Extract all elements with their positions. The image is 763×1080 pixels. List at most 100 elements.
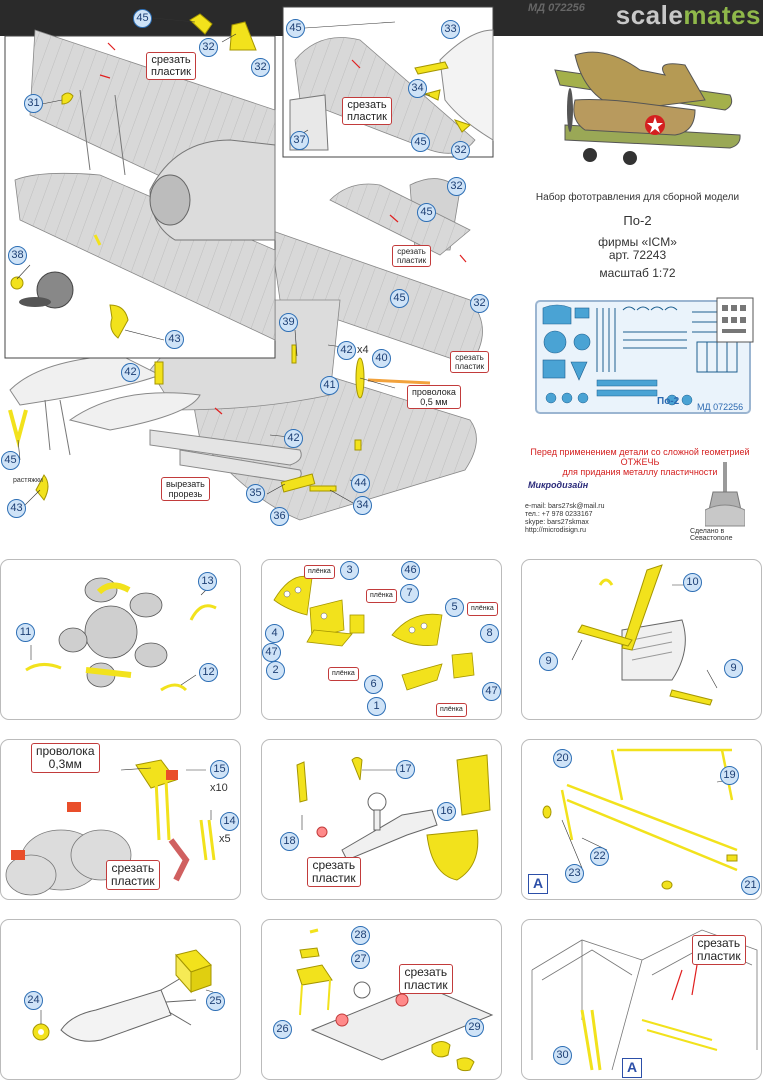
callout-8: 8 <box>480 624 499 643</box>
callout-46: 46 <box>401 561 420 580</box>
callout-2: 2 <box>266 661 285 680</box>
callout-43: 43 <box>165 330 184 349</box>
fret-model-label: По-2 <box>657 396 680 407</box>
callout-45: 45 <box>1 451 20 470</box>
microdesign-logo: Микродизайн <box>528 480 589 490</box>
callout-40: 40 <box>372 349 391 368</box>
callout-12: 12 <box>199 663 218 682</box>
callout-34: 34 <box>408 79 427 98</box>
callout-6: 6 <box>364 675 383 694</box>
kit-subtitle: Набор фототравления для сборной модели <box>535 192 740 203</box>
cut-plastic-note-4: срезать пластик <box>450 351 490 373</box>
callout-19: 19 <box>720 766 739 785</box>
cut-plastic-note-3: срезать пластик <box>392 245 432 267</box>
callout-44: 44 <box>351 474 370 493</box>
callout-21: 21 <box>741 876 760 895</box>
callout-15: 15 <box>210 760 229 779</box>
callout-29: 29 <box>465 1018 484 1037</box>
callout-22: 22 <box>590 847 609 866</box>
callout-47: 47 <box>262 643 281 662</box>
callout-9: 9 <box>724 659 743 678</box>
callout-41: 41 <box>320 376 339 395</box>
fret-code-header: МД 072256 <box>528 2 585 14</box>
callout-32: 32 <box>470 294 489 313</box>
film-label-5: плёнка <box>436 703 467 717</box>
callout-47: 47 <box>482 682 501 701</box>
callout-10: 10 <box>683 573 702 592</box>
callout-25: 25 <box>206 992 225 1011</box>
film-label-3: плёнка <box>467 602 498 616</box>
cut-plastic-note-p9: срезать пластик <box>692 935 746 965</box>
film-label-4: плёнка <box>328 667 359 681</box>
model-name: По-2 <box>623 213 652 228</box>
section-a-marker: A <box>528 874 548 894</box>
callout-23: 23 <box>565 864 584 883</box>
scale-label: масштаб 1:72 <box>599 266 676 280</box>
step-panel-seat: 10 9 9 <box>521 559 762 720</box>
step-panel-engine-rods: 15 14 проволока 0,3мм x10 x5 срезать пла… <box>0 739 241 900</box>
callout-32: 32 <box>447 177 466 196</box>
panel-7-drawing <box>32 949 214 1042</box>
callout-1: 1 <box>367 697 386 716</box>
callout-14: 14 <box>220 812 239 831</box>
callout-20: 20 <box>553 749 572 768</box>
panel-4-drawing <box>5 759 216 896</box>
wire-05mm-note: проволока 0,5 мм <box>407 385 461 409</box>
wire-03mm-note: проволока 0,3мм <box>31 743 100 773</box>
step-panel-controls: 17 18 16 срезать пластик <box>261 739 502 900</box>
section-a-marker-2: A <box>622 1058 642 1078</box>
callout-28: 28 <box>351 926 370 945</box>
step-panel-bracing: 20 19 22 23 21 A <box>521 739 762 900</box>
step-panel-floor: 28 27 26 29 срезать пластик <box>261 919 502 1080</box>
callout-4: 4 <box>265 624 284 643</box>
callout-30: 30 <box>553 1046 572 1065</box>
callout-42: 42 <box>121 363 140 382</box>
panel-8-drawing <box>296 928 494 1072</box>
callout-42: 42 <box>337 341 356 360</box>
callout-37: 37 <box>290 131 309 150</box>
quantity-x4: x4 <box>357 344 369 356</box>
panel-6-drawing <box>542 748 738 890</box>
quantity-x5: x5 <box>219 833 231 845</box>
cut-plastic-note-p5: срезать пластик <box>307 857 361 887</box>
callout-34: 34 <box>353 496 372 515</box>
sevastopol-monument-icon <box>705 462 745 527</box>
callout-17: 17 <box>396 760 415 779</box>
callout-45: 45 <box>411 133 430 152</box>
contact-info: e-mail: bars27sk@mail.ru тел.: +7 978 02… <box>525 503 605 534</box>
anneal-notice: Перед применением детали со сложной геом… <box>530 447 750 477</box>
aircraft-profile-image <box>554 51 741 165</box>
callout-45: 45 <box>286 19 305 38</box>
callout-32: 32 <box>451 141 470 160</box>
callout-32: 32 <box>251 58 270 77</box>
brand-part-b: mates <box>683 0 761 30</box>
cut-plastic-note-p4: срезать пластик <box>106 860 160 890</box>
fret-thumbnail <box>716 297 754 343</box>
cut-plastic-note-p8: срезать пластик <box>399 964 453 994</box>
callout-45: 45 <box>417 203 436 222</box>
callout-42: 42 <box>284 429 303 448</box>
pe-fret-image: По-2 МД 072256 <box>535 300 751 414</box>
callout-18: 18 <box>280 832 299 851</box>
callout-36: 36 <box>270 507 289 526</box>
callout-27: 27 <box>351 950 370 969</box>
callout-5: 5 <box>445 598 464 617</box>
panel-3-drawing <box>571 564 718 706</box>
panel-2-drawing <box>273 575 475 691</box>
callout-26: 26 <box>273 1020 292 1039</box>
quantity-x10: x10 <box>210 782 228 794</box>
callout-45: 45 <box>390 289 409 308</box>
callout-7: 7 <box>400 584 419 603</box>
maker-line-2: арт. 72243 <box>608 248 667 262</box>
film-label-2: плёнка <box>366 589 397 603</box>
cut-slot-note: вырезать прорезь <box>161 477 210 501</box>
callout-35: 35 <box>246 484 265 503</box>
panel-1-drawing <box>25 577 217 692</box>
main-assembly-drawing <box>4 6 494 521</box>
callout-9: 9 <box>539 652 558 671</box>
callout-3: 3 <box>340 561 359 580</box>
maker-line-1: фирмы «ICM» <box>598 235 677 249</box>
cut-plastic-note-2: срезать пластик <box>342 97 392 125</box>
brand-part-a: scale <box>615 0 684 30</box>
callout-16: 16 <box>437 802 456 821</box>
